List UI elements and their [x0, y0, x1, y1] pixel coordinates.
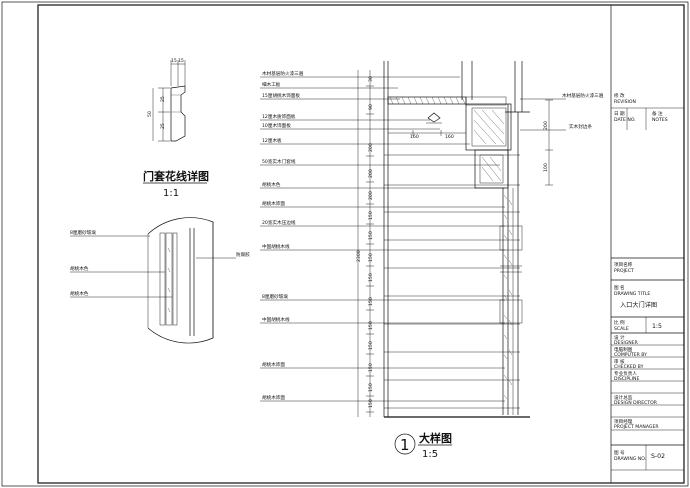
vertical-dim: 150 — [368, 399, 374, 408]
tb-manager-cn: 项目经理 — [614, 418, 633, 425]
right-dim-2: 100 — [543, 163, 549, 172]
dim-top-2: 160 — [445, 134, 454, 140]
tb-computer-cn: 电脑制图 — [614, 346, 633, 353]
tb-title-head-en: DRAWING TITLE — [614, 291, 650, 297]
right-label-fireproof: 木材基层防火漆三遍 — [562, 92, 604, 99]
tb-notes-en: NOTES — [652, 117, 668, 123]
vertical-dim: 150 — [368, 231, 374, 240]
leader-label: 中国胡桃木线 — [262, 243, 290, 250]
tb-leader-cn: 专业负责人 — [614, 370, 637, 377]
tb-drawing-no-en: DRAWING NO. — [614, 456, 646, 462]
right-dim-1: 200 — [543, 121, 549, 130]
main-scale: 1:5 — [422, 449, 438, 460]
tb-revision-en: REVISION — [614, 99, 636, 105]
vertical-dim: 150 — [368, 363, 374, 372]
vertical-dim: 150 — [368, 273, 374, 282]
profile-dim-top-2: 15 — [178, 58, 184, 64]
tb-manager-en: PROJECT MANAGER — [614, 424, 659, 430]
trim-profile: 15 15 25 25 50 — [147, 58, 186, 142]
vertical-dim: 150 — [368, 341, 374, 350]
leader-label: 15厘胡桃木饰面板 — [262, 92, 300, 99]
tb-date-en: DATE NO. — [614, 117, 636, 123]
circle-label-walnut-2: 胡桃木色 — [70, 290, 89, 297]
profile-dim-upper: 25 — [160, 96, 166, 102]
leader-label: 木材基层防火漆三遍 — [262, 70, 304, 77]
circle-label-sealant: 防腐胶 — [236, 251, 250, 258]
tb-director-en: DESIGN DIRECTOR — [614, 400, 658, 406]
tb-drawing-no: S-02 — [651, 453, 665, 460]
inner-border — [37, 4, 685, 484]
tb-scale-head-cn: 比 例 — [614, 319, 625, 326]
circle-label-glass: 8厘磨砂玻璃 — [70, 229, 96, 236]
tb-scale-value: 1:5 — [652, 323, 662, 330]
leader-label: 胡桃木色 — [262, 181, 281, 188]
vertical-dim-total: 2300 — [356, 250, 362, 262]
vertical-dim: 200 — [368, 169, 374, 178]
leader-label: 50宽实木门套线 — [262, 158, 296, 165]
leader-label: 胡桃木饰面 — [262, 394, 285, 401]
right-dimensions: 200 100 木材基层防火漆三遍 实木封边条 — [520, 92, 604, 186]
tb-director-cn: 设计总监 — [614, 394, 633, 401]
tb-designer-en: DESIGNER — [614, 340, 639, 346]
tb-project-en: PROJECT — [614, 268, 634, 274]
tb-drawing-title: 入口大门详图 — [620, 301, 657, 309]
profile-dim-lower: 25 — [160, 123, 166, 129]
leader-label: 中国胡桃木线 — [262, 316, 290, 323]
circle-label-walnut-1: 胡桃木色 — [70, 265, 89, 272]
dim-top-1: 160 — [410, 134, 419, 140]
leader-label: 胡桃木饰面 — [262, 361, 285, 368]
tb-notes-cn: 备 注 — [652, 110, 663, 117]
tb-scale-head-en: SCALE — [614, 326, 629, 332]
tb-date-cn: 日 期 — [614, 111, 625, 117]
tb-computer-en: COMPUTER BY — [614, 352, 647, 358]
vertical-dim: 150 — [368, 321, 374, 330]
tb-drawing-no-cn: 图 号 — [614, 450, 625, 456]
circle-detail: 8厘磨砂玻璃 胡桃木色 胡桃木色 防腐胶 — [70, 217, 250, 344]
vertical-dim: 150 — [368, 211, 374, 220]
vertical-dim: 30 — [368, 76, 374, 82]
right-label-edge: 实木封边条 — [569, 123, 592, 130]
tb-title-head-cn: 图 名 — [614, 284, 625, 291]
tb-checked-en: CHECKED BY — [614, 364, 644, 370]
tb-designer-cn: 设 计 — [614, 334, 625, 341]
vertical-dim: 150 — [368, 253, 374, 262]
vertical-dim: 150 — [368, 297, 374, 306]
vertical-dim: 90 — [368, 104, 374, 110]
tb-project-cn: 项目名称 — [614, 261, 633, 268]
leader-label: 20宽实木压边线 — [262, 219, 296, 226]
profile-dim-total: 50 — [147, 111, 153, 117]
tb-checked-cn: 审 核 — [614, 358, 625, 365]
main-section: 160 160 — [260, 61, 530, 418]
leader-label: 10厘木饰面板 — [262, 122, 291, 129]
profile-dim-top-1: 15 — [171, 58, 177, 64]
vertical-dim: 200 — [368, 191, 374, 200]
leader-label: 12厘木板 — [262, 137, 282, 144]
detail-number-circle — [394, 433, 416, 455]
detail-number: 1 — [400, 436, 410, 454]
leader-label: 胡桃木饰面 — [262, 200, 285, 207]
leader-label: 8厘磨砂玻璃 — [262, 293, 288, 300]
leader-label: 细木工板 — [262, 81, 281, 88]
title-block: 修 改 REVISION 日 期 DATE NO. 备 注 NOTES 项目名称… — [610, 5, 684, 483]
vertical-dimension-chain: 30 90 200 200 200 150 150 150 150 150 150 150 150 150… — [356, 76, 374, 413]
tb-revision-cn: 修 改 — [614, 92, 625, 99]
vertical-dim: 150 — [368, 383, 374, 392]
leader-label: 12厘木质饰面板 — [262, 113, 296, 120]
main-title: 大样图 — [419, 431, 452, 445]
detail-title: 门套花线详图 — [143, 169, 209, 183]
vertical-dim: 200 — [368, 143, 374, 152]
detail-scale: 1:1 — [163, 188, 179, 199]
tb-leader-en: DISCIPLINE — [614, 376, 639, 382]
